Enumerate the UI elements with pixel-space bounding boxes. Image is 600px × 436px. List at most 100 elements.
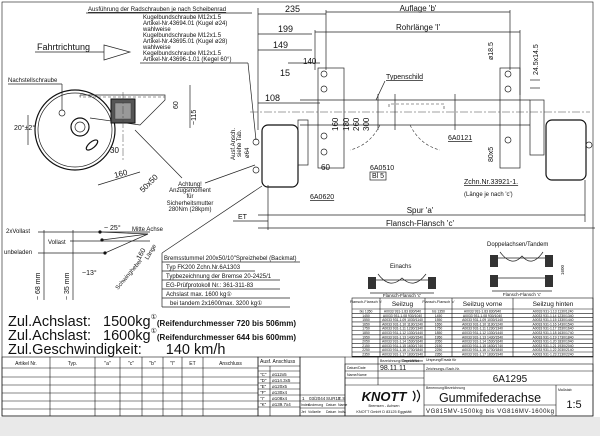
rev-name: E.S [338, 396, 345, 401]
cable-table-cell: 2150 [362, 344, 370, 348]
company-line-2: KNOTT GmbH D 83125 Eggstätt [356, 410, 412, 414]
connection-code: "F" [260, 390, 266, 395]
label-date: Datum/Date [347, 366, 366, 370]
ratings: Zul.Achslast: 1500kg①(Reifendurchmesser … [8, 313, 296, 358]
dim-199: 199 [278, 24, 293, 34]
article-table-header: "l" [170, 361, 175, 367]
warning-line: für [186, 194, 193, 200]
dim-160v: 160 [331, 117, 340, 131]
rev-header: Vollzeile [308, 410, 321, 414]
cable-table-cell: A0033 931-1.14 1530/1640 [462, 340, 503, 344]
cable-table-cell: 1750 [362, 327, 370, 331]
dim-160-lever: 160 [136, 247, 148, 261]
cable-table-cell: A0033 931-1.16 1730/1840 [462, 348, 503, 352]
cable-table-cell: 1550 [435, 318, 443, 322]
top-dimensions: 235 199 149 140 15 108 Auflage 'b' Rohrl… [257, 4, 540, 130]
note-title: Ausführung der Radschrauben je nach Sche… [88, 7, 226, 13]
article-table-header: "b" [149, 361, 156, 367]
angle-label: 20°±2° [14, 124, 35, 132]
note-line: Artikel-Nr.43694.01 (Kugel ø24) [143, 21, 227, 27]
rev-date: SUR17 [326, 396, 341, 401]
single-axle-label: Einachs [390, 264, 411, 270]
note-line: Artikel-Nr.43695.01 (Kugel ø28) [143, 39, 227, 45]
type-plate-label: Typenschild [386, 74, 423, 81]
dim-60b: 60 [321, 163, 330, 172]
tandem-flansch-label: Flansch-Flansch 'c' [503, 292, 541, 297]
dim-108: 108 [265, 93, 280, 103]
ref-6a0121: 6A0121 [448, 135, 472, 142]
connection-header: Ausf. Anschluss [260, 359, 296, 365]
article-table-header: "a" [104, 361, 111, 367]
dim-30: 30 [110, 146, 119, 155]
cable-table-cell: A0033 931-1.09 1030/1140 [382, 318, 423, 322]
rating-axle-2: Zul.Achslast: 1600kg①(Reifendurchmesser … [8, 327, 296, 344]
cable-table-cell: A0033 931-1.11 1230/1340 [382, 327, 423, 331]
rating-axle-1: Zul.Achslast: 1500kg①(Reifendurchmesser … [8, 313, 296, 330]
rev-header: Jet [301, 410, 306, 414]
ref-6a0510: 6A0510 [370, 165, 394, 172]
torque-warning: Achtung! Anzugsmoment für Sicherheitsmut… [167, 164, 256, 213]
label-title: Benennung/Bezeichnung [426, 386, 465, 390]
note-line: wahlweise [142, 27, 171, 33]
dim-50x50: 50x50 [138, 172, 160, 194]
warning-line: Achtung! [178, 182, 202, 188]
dim-180v: 180 [342, 117, 351, 131]
cable-table-cell: A0033 931-1.20 1830/1940 [532, 340, 573, 344]
rev-header: Datum [326, 403, 336, 407]
company-line-1: Bremsen - Achsen [368, 404, 399, 408]
dim-15: 15 [280, 68, 290, 78]
dim-260v: 260 [352, 117, 361, 131]
revision-table: 1 03/2044 SUR17 E.S Index Änderung Datum… [299, 356, 347, 417]
dim-spur-a: Spur 'a' [407, 206, 434, 215]
connection-code: "I" [260, 396, 265, 401]
connection-size: ø108x4 [272, 396, 288, 401]
cable-table-header: Seilzug hinten [533, 301, 574, 308]
connection-size: ø114.3x5 [272, 378, 291, 383]
brake-lever-view: Nachstellschraube 20°±2° 60 ~115 30 160 … [8, 78, 198, 194]
cable-table-cell: A0033 931-1.12 1330/1440 [462, 331, 503, 335]
drawing-number-ref: Zchn.Nr.33921-1. [464, 179, 518, 186]
spec-line: Bremsstummel 200x50/10"Spreizhebel (Back… [164, 256, 297, 262]
brake-spec: Bremsstummel 200x50/10"Spreizhebel (Back… [161, 185, 300, 308]
label-checked: Geprüft/Norm [402, 359, 423, 363]
connection-code: "D" [260, 378, 267, 383]
cable-table-cell: A0033 931-1.13 1130/1240 [533, 310, 574, 314]
label-unbeladen: unbeladen [4, 250, 32, 256]
cable-table-header: Flansch-Flansch 'c' [422, 300, 455, 304]
cable-table-cell: A0033 931-1.19 1730/1840 [532, 335, 573, 339]
knott-logo: KNOTT [362, 389, 408, 404]
window-bottom-bar [0, 417, 600, 436]
cable-table-cell: 1850 [362, 331, 370, 335]
article-table-header: Artikel Nr. [15, 361, 37, 367]
single-axle-diagram: Einachs Flansch-Flansch 'c' [368, 264, 436, 298]
dim-rohrlaenge-l: Rohrlänge 'l' [396, 23, 440, 32]
cable-table-cell: 2050 [435, 340, 443, 344]
cable-table-cell: 2350 [362, 353, 370, 357]
dim-235: 235 [285, 4, 300, 14]
cable-table-cell: A0033 931-1.16 1430/1540 [532, 322, 573, 326]
connection-table: Ausf. Anschluss "C"ø112x5"D"ø114.3x5"E"ø… [257, 356, 301, 417]
article-table-header: "c" [128, 361, 134, 367]
cable-table-cell: A0033 931-1.83 830/940 [384, 310, 421, 314]
note-line: Kugelbundschraube M12x1.5 [143, 33, 222, 39]
label-2x-vollast: 2xVollast [6, 229, 30, 235]
cable-table-cell: A0033 931-1.08 930/1040 [463, 314, 502, 318]
cable-table-cell: A0033 931-1.08 930/1040 [383, 314, 422, 318]
tandem-axle-diagram: Doppelachsen/Tandem Flansch-Flansch 'c' … [487, 242, 565, 297]
dim-80x5: 80x5 [488, 147, 495, 162]
ausf-ansch-label: Ausf.Ansch. [231, 128, 237, 160]
siehe-tab-label: siehe Tab. [237, 129, 243, 157]
swing-lever-label: Schwinghebel [115, 259, 144, 291]
adjust-screw-label: Nachstellschraube [8, 78, 58, 84]
rev-header: Index [301, 403, 310, 407]
tandem-label: Doppelachsen/Tandem [487, 242, 548, 248]
dim-35mm: ~ 35 mm [64, 272, 71, 300]
direction-label: Fahrtrichtung [37, 42, 90, 52]
ref-6a0620: 6A0620 [310, 194, 334, 201]
cable-table-cell: A0033 931-1.17 1830/1940 [382, 353, 423, 357]
cable-table-cell: A0033 931-1.83 830/940 [464, 310, 501, 314]
dim-68mm: ~ 68 mm [35, 272, 42, 300]
